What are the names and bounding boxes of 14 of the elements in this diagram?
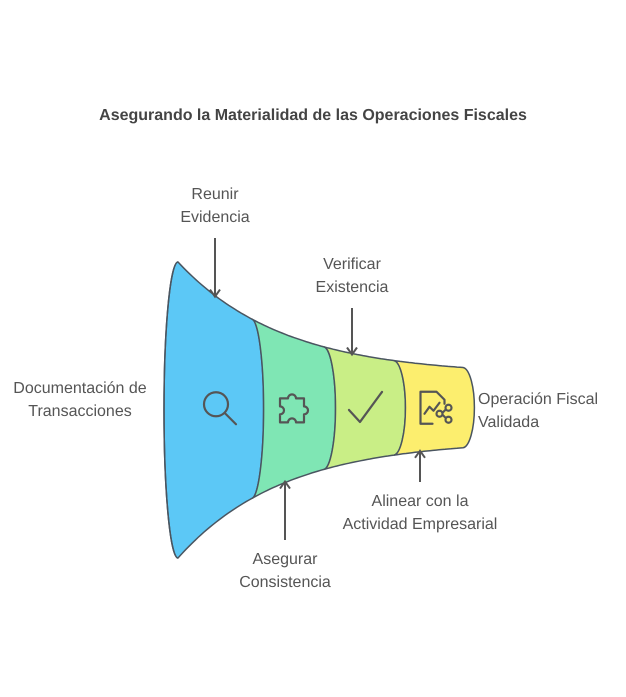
step-label: Alinear con la Actividad Empresarial (340, 490, 500, 536)
step-label: Reunir Evidencia (160, 183, 270, 229)
funnel-segment (393, 360, 476, 456)
side-label: Documentación de Transacciones (12, 379, 148, 422)
side-label: Operación Fiscal Validada (478, 390, 600, 433)
arrow (346, 308, 358, 356)
arrow (209, 238, 221, 298)
funnel-segment (323, 346, 406, 470)
arrow (279, 480, 291, 540)
funnel-segment (251, 318, 336, 500)
step-label: Asegurar Consistencia (215, 548, 355, 594)
title: Asegurando la Materialidad de las Operaciones Fiscales (98, 106, 528, 126)
arrow (414, 450, 426, 482)
step-label: Verificar Existencia (292, 253, 412, 299)
